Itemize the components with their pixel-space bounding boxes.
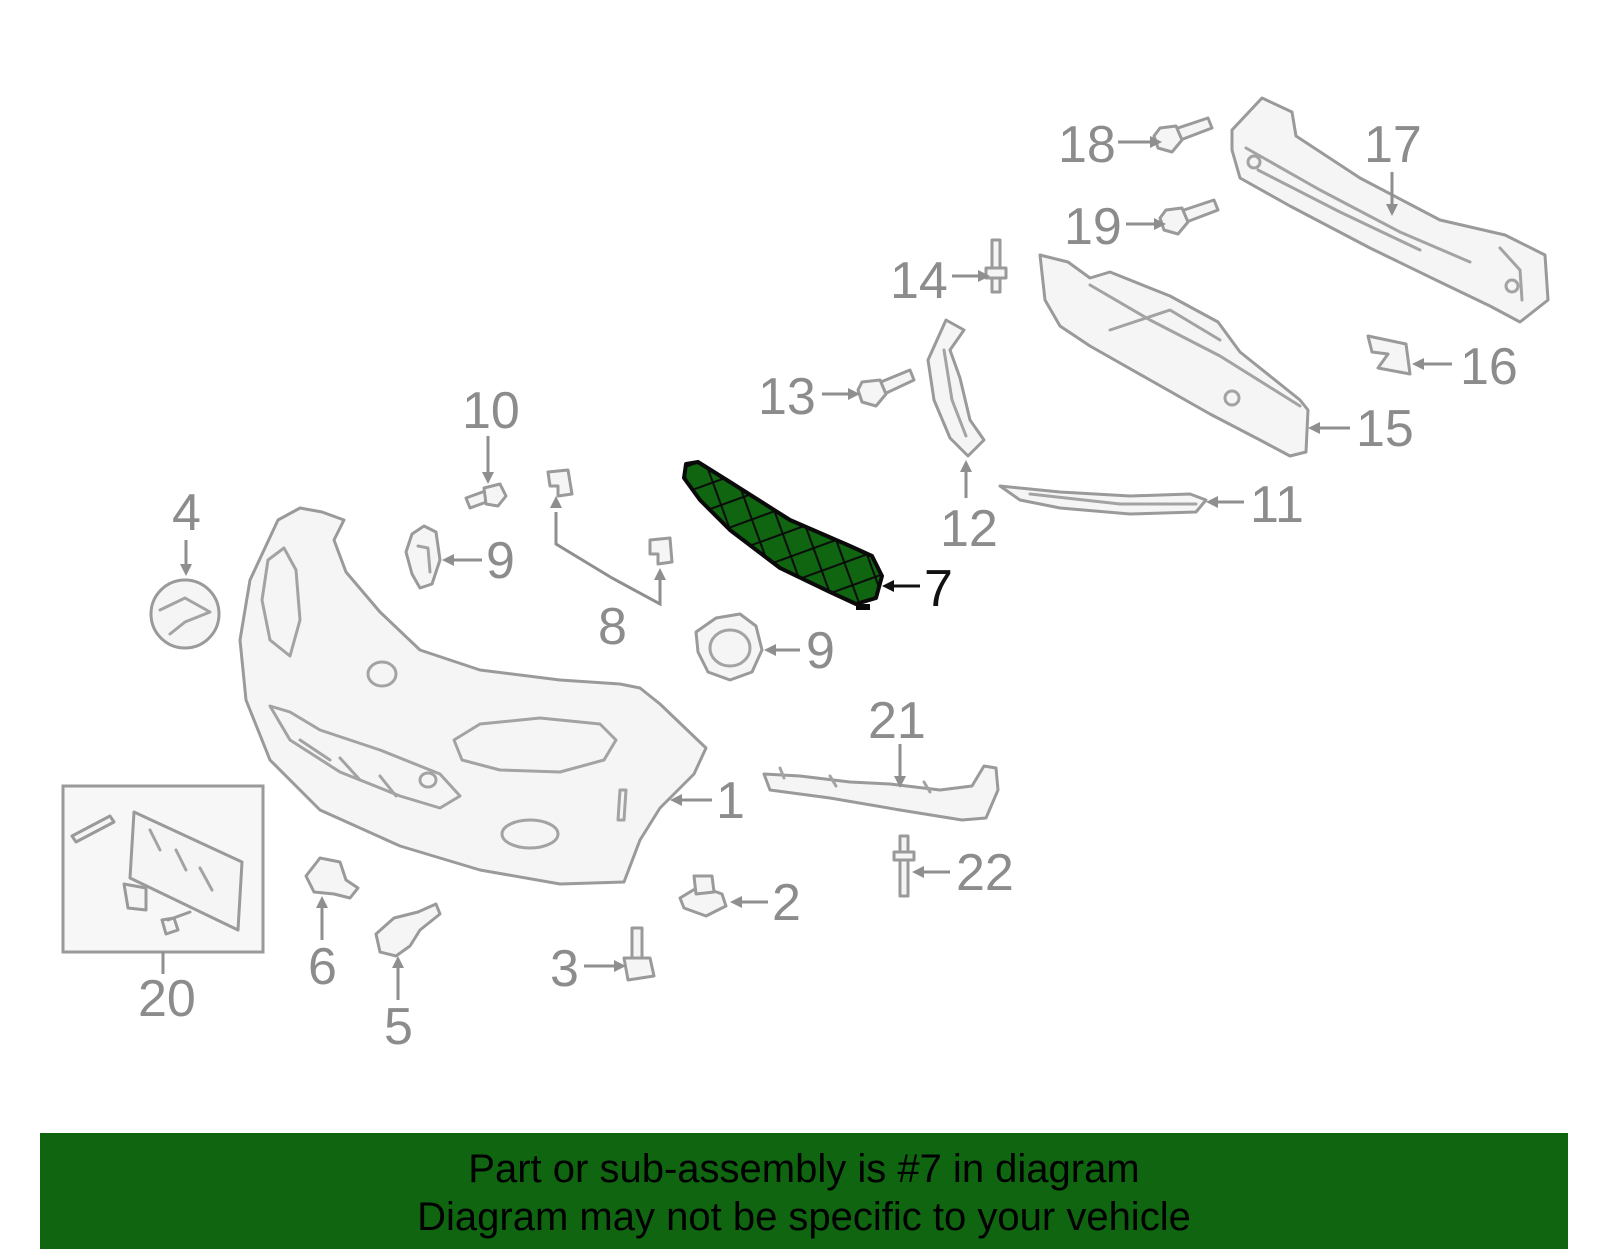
part-7-grille[interactable] [682,460,884,610]
callout-21: 21 [868,692,926,750]
part-1-bumper-cover[interactable] [238,506,708,886]
callout-14: 14 [890,252,948,310]
part-6-cap[interactable] [304,856,360,900]
callout-4: 4 [172,484,201,542]
callout-18: 18 [1058,116,1116,174]
part-14-clip[interactable] [984,238,1008,294]
callout-20: 20 [138,970,196,1028]
callout-12: 12 [940,500,998,558]
part-18-bolt[interactable] [1152,116,1214,154]
callout-15: 15 [1356,400,1414,458]
part-22-pin[interactable] [892,834,916,898]
part-9-foglamp-bezel[interactable] [694,612,764,682]
part-19-bolt[interactable] [1158,198,1220,236]
part-20-license-kit[interactable] [61,784,265,954]
callout-10: 10 [462,382,520,440]
callout-9-lower: 9 [806,622,835,680]
part-10-screw[interactable] [464,482,508,510]
callout-19: 19 [1064,198,1122,256]
callout-9-upper: 9 [486,532,515,590]
part-16-bracket[interactable] [1366,334,1412,376]
part-13-bolt[interactable] [856,368,916,408]
callout-17: 17 [1364,116,1422,174]
callout-labels: 18 17 19 14 16 13 15 10 11 4 12 9 7 8 9 … [138,116,1518,1056]
callout-11: 11 [1250,476,1304,534]
callout-13: 13 [758,368,816,426]
leader-lines [161,136,1452,1000]
callout-5: 5 [384,998,413,1056]
callout-7: 7 [924,560,953,618]
part-4-emblem[interactable] [149,578,221,650]
part-5-bracket[interactable] [374,902,442,958]
callout-1: 1 [716,772,745,830]
part-15-energy-absorber[interactable] [1038,253,1310,458]
callout-8: 8 [598,598,627,656]
part-11-trim-strip[interactable] [998,484,1208,516]
part-3-bolt[interactable] [622,926,656,982]
part-2-clip-nut[interactable] [678,874,728,918]
part-8-clip-upper[interactable] [546,468,574,498]
part-9-bracket-upper[interactable] [404,524,442,590]
banner-line-1: Part or sub-assembly is #7 in diagram [468,1147,1140,1191]
callout-6: 6 [308,938,337,996]
part-info-banner: Part or sub-assembly is #7 in diagram Di… [40,1133,1568,1249]
part-8-clip-lower[interactable] [648,536,674,566]
part-21-lower-bracket[interactable] [762,764,1000,822]
callout-3: 3 [550,940,579,998]
part-12-bracket[interactable] [926,318,986,458]
callout-22: 22 [956,844,1014,902]
callout-2: 2 [772,874,801,932]
banner-line-2: Diagram may not be specific to your vehi… [417,1195,1191,1239]
callout-16: 16 [1460,338,1518,396]
